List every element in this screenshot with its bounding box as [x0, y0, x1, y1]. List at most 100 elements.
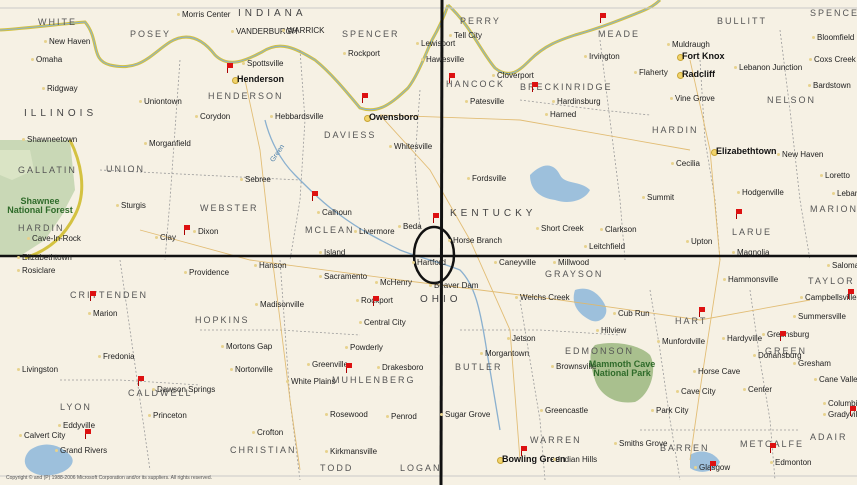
city-dot[interactable] — [116, 204, 119, 207]
city-dot[interactable] — [515, 296, 518, 299]
city-dot[interactable] — [793, 315, 796, 318]
city-dot[interactable] — [737, 191, 740, 194]
city-label[interactable]: Cane Valley — [819, 375, 857, 384]
city-label[interactable]: Muldraugh — [672, 40, 710, 49]
city-dot[interactable] — [657, 340, 660, 343]
city-label[interactable]: Patesville — [470, 97, 505, 106]
city-dot[interactable] — [319, 251, 322, 254]
city-dot[interactable] — [139, 100, 142, 103]
city-dot[interactable] — [497, 457, 504, 464]
city-dot[interactable] — [686, 240, 689, 243]
city-label[interactable]: Sturgis — [121, 201, 146, 210]
city-label[interactable]: Smiths Grove — [619, 439, 668, 448]
city-label[interactable]: Henderson — [237, 74, 285, 84]
city-dot[interactable] — [812, 36, 815, 39]
city-label[interactable]: New Haven — [782, 150, 824, 159]
city-dot[interactable] — [694, 466, 697, 469]
city-dot[interactable] — [389, 145, 392, 148]
city-label[interactable]: Hardyville — [727, 334, 763, 343]
city-label[interactable]: Island — [324, 248, 346, 257]
city-dot[interactable] — [827, 264, 830, 267]
city-label[interactable]: Lebanon — [837, 189, 857, 198]
city-label[interactable]: Morgantown — [485, 349, 530, 358]
city-dot[interactable] — [270, 115, 273, 118]
city-label[interactable]: Dawson Springs — [157, 385, 216, 394]
city-label[interactable]: Hawesville — [426, 55, 465, 64]
city-label[interactable]: Hodgenville — [742, 188, 784, 197]
city-label[interactable]: McHenry — [380, 278, 413, 287]
city-label[interactable]: Hammonsville — [728, 275, 779, 284]
city-dot[interactable] — [553, 458, 556, 461]
city-label[interactable]: Rockport — [348, 49, 381, 58]
city-dot[interactable] — [221, 345, 224, 348]
city-dot[interactable] — [671, 162, 674, 165]
city-dot[interactable] — [693, 370, 696, 373]
city-dot[interactable] — [55, 449, 58, 452]
city-dot[interactable] — [832, 192, 835, 195]
city-label[interactable]: VANDERBURGH — [236, 27, 298, 36]
city-label[interactable]: Upton — [691, 237, 713, 246]
city-label[interactable]: Princeton — [153, 411, 187, 420]
city-label[interactable]: WARRICK — [287, 26, 325, 35]
city-dot[interactable] — [465, 100, 468, 103]
city-dot[interactable] — [762, 333, 765, 336]
city-dot[interactable] — [325, 413, 328, 416]
city-label[interactable]: Whitesville — [394, 142, 433, 151]
city-dot[interactable] — [651, 409, 654, 412]
city-dot[interactable] — [254, 264, 257, 267]
city-label[interactable]: Edmonton — [775, 458, 812, 467]
city-label[interactable]: Summit — [647, 193, 675, 202]
city-dot[interactable] — [22, 138, 25, 141]
city-label[interactable]: Eddyville — [63, 421, 96, 430]
city-label[interactable]: Beda — [403, 222, 422, 231]
city-label[interactable]: Center — [748, 385, 773, 394]
city-dot[interactable] — [536, 227, 539, 230]
city-dot[interactable] — [753, 354, 756, 357]
city-label[interactable]: Magnolia — [737, 248, 770, 257]
city-dot[interactable] — [148, 414, 151, 417]
city-label[interactable]: Caneyville — [499, 258, 536, 267]
city-label[interactable]: Gradyville — [828, 410, 857, 419]
city-dot[interactable] — [252, 431, 255, 434]
city-dot[interactable] — [596, 329, 599, 332]
city-label[interactable]: Owensboro — [369, 112, 419, 122]
city-label[interactable]: Jetson — [512, 334, 536, 343]
city-dot[interactable] — [800, 296, 803, 299]
city-dot[interactable] — [375, 281, 378, 284]
city-label[interactable]: Tell City — [454, 31, 483, 40]
city-dot[interactable] — [356, 299, 359, 302]
city-label[interactable]: Clarkson — [605, 225, 637, 234]
city-dot[interactable] — [743, 388, 746, 391]
city-dot[interactable] — [31, 58, 34, 61]
city-label[interactable]: Munfordville — [662, 337, 706, 346]
city-label[interactable]: Spottsville — [247, 59, 284, 68]
city-label[interactable]: Hilview — [601, 326, 627, 335]
city-label[interactable]: Harned — [550, 110, 577, 119]
city-dot[interactable] — [231, 30, 234, 33]
city-label[interactable]: Greensburg — [767, 330, 810, 339]
city-dot[interactable] — [613, 312, 616, 315]
city-dot[interactable] — [19, 434, 22, 437]
city-label[interactable]: Calvert City — [24, 431, 66, 440]
city-dot[interactable] — [448, 239, 451, 242]
city-label[interactable]: Fredonia — [103, 352, 135, 361]
city-label[interactable]: New Haven — [49, 37, 91, 46]
city-label[interactable]: Grand Rivers — [60, 446, 108, 455]
city-dot[interactable] — [732, 251, 735, 254]
city-label[interactable]: Horse Branch — [453, 236, 502, 245]
city-dot[interactable] — [255, 303, 258, 306]
city-label[interactable]: Nortonville — [235, 365, 273, 374]
city-dot[interactable] — [429, 284, 432, 287]
city-dot[interactable] — [614, 442, 617, 445]
city-dot[interactable] — [642, 196, 645, 199]
city-dot[interactable] — [677, 54, 684, 61]
city-label[interactable]: Campbellsville — [805, 293, 857, 302]
city-dot[interactable] — [584, 245, 587, 248]
city-label[interactable]: Powderly — [350, 343, 383, 352]
city-dot[interactable] — [823, 402, 826, 405]
city-label[interactable]: Lebanon Junction — [739, 63, 803, 72]
city-dot[interactable] — [44, 40, 47, 43]
city-dot[interactable] — [670, 97, 673, 100]
city-label[interactable]: Crofton — [257, 428, 284, 437]
city-label[interactable]: Radcliff — [682, 69, 716, 79]
